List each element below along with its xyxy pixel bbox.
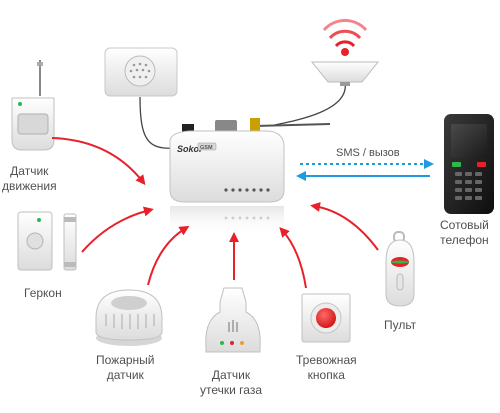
- reed-switch-icon: [17, 211, 77, 271]
- label-sms-call: SMS / вызов: [336, 147, 400, 159]
- antenna-signal-icon: [310, 19, 380, 86]
- panic-button-icon: [301, 293, 351, 343]
- label-gas-detector: Датчик утечки газа: [200, 368, 263, 397]
- gsm-control-unit: Sokol GSM: [169, 118, 331, 236]
- device-brand: Sokol: [177, 144, 202, 154]
- label-reed-switch: Геркон: [24, 286, 62, 300]
- siren-speaker: [104, 47, 178, 97]
- remote-fob-icon: [385, 231, 415, 307]
- motion-sensor-icon: [11, 60, 55, 151]
- arrow-motion: [51, 137, 146, 186]
- arrow-reed: [81, 206, 154, 253]
- label-phone: Сотовый телефон: [440, 218, 489, 247]
- smoke-detector-icon: [95, 289, 163, 346]
- sensor-arrows: [51, 137, 379, 289]
- device-model: GSM: [200, 145, 213, 151]
- label-remote: Пульт: [384, 318, 417, 332]
- arrow-smoke: [147, 225, 190, 286]
- sms-arrows: [296, 159, 434, 181]
- arrow-remote: [310, 202, 379, 251]
- label-panic-button: Тревожная кнопка: [296, 353, 357, 382]
- label-motion-sensor: Датчик движения: [2, 164, 57, 193]
- gas-detector-icon: [205, 287, 261, 353]
- wires: [139, 81, 346, 149]
- arrow-panic: [279, 227, 307, 289]
- mobile-phone-icon: [444, 114, 494, 214]
- label-smoke-detector: Пожарный датчик: [96, 353, 155, 382]
